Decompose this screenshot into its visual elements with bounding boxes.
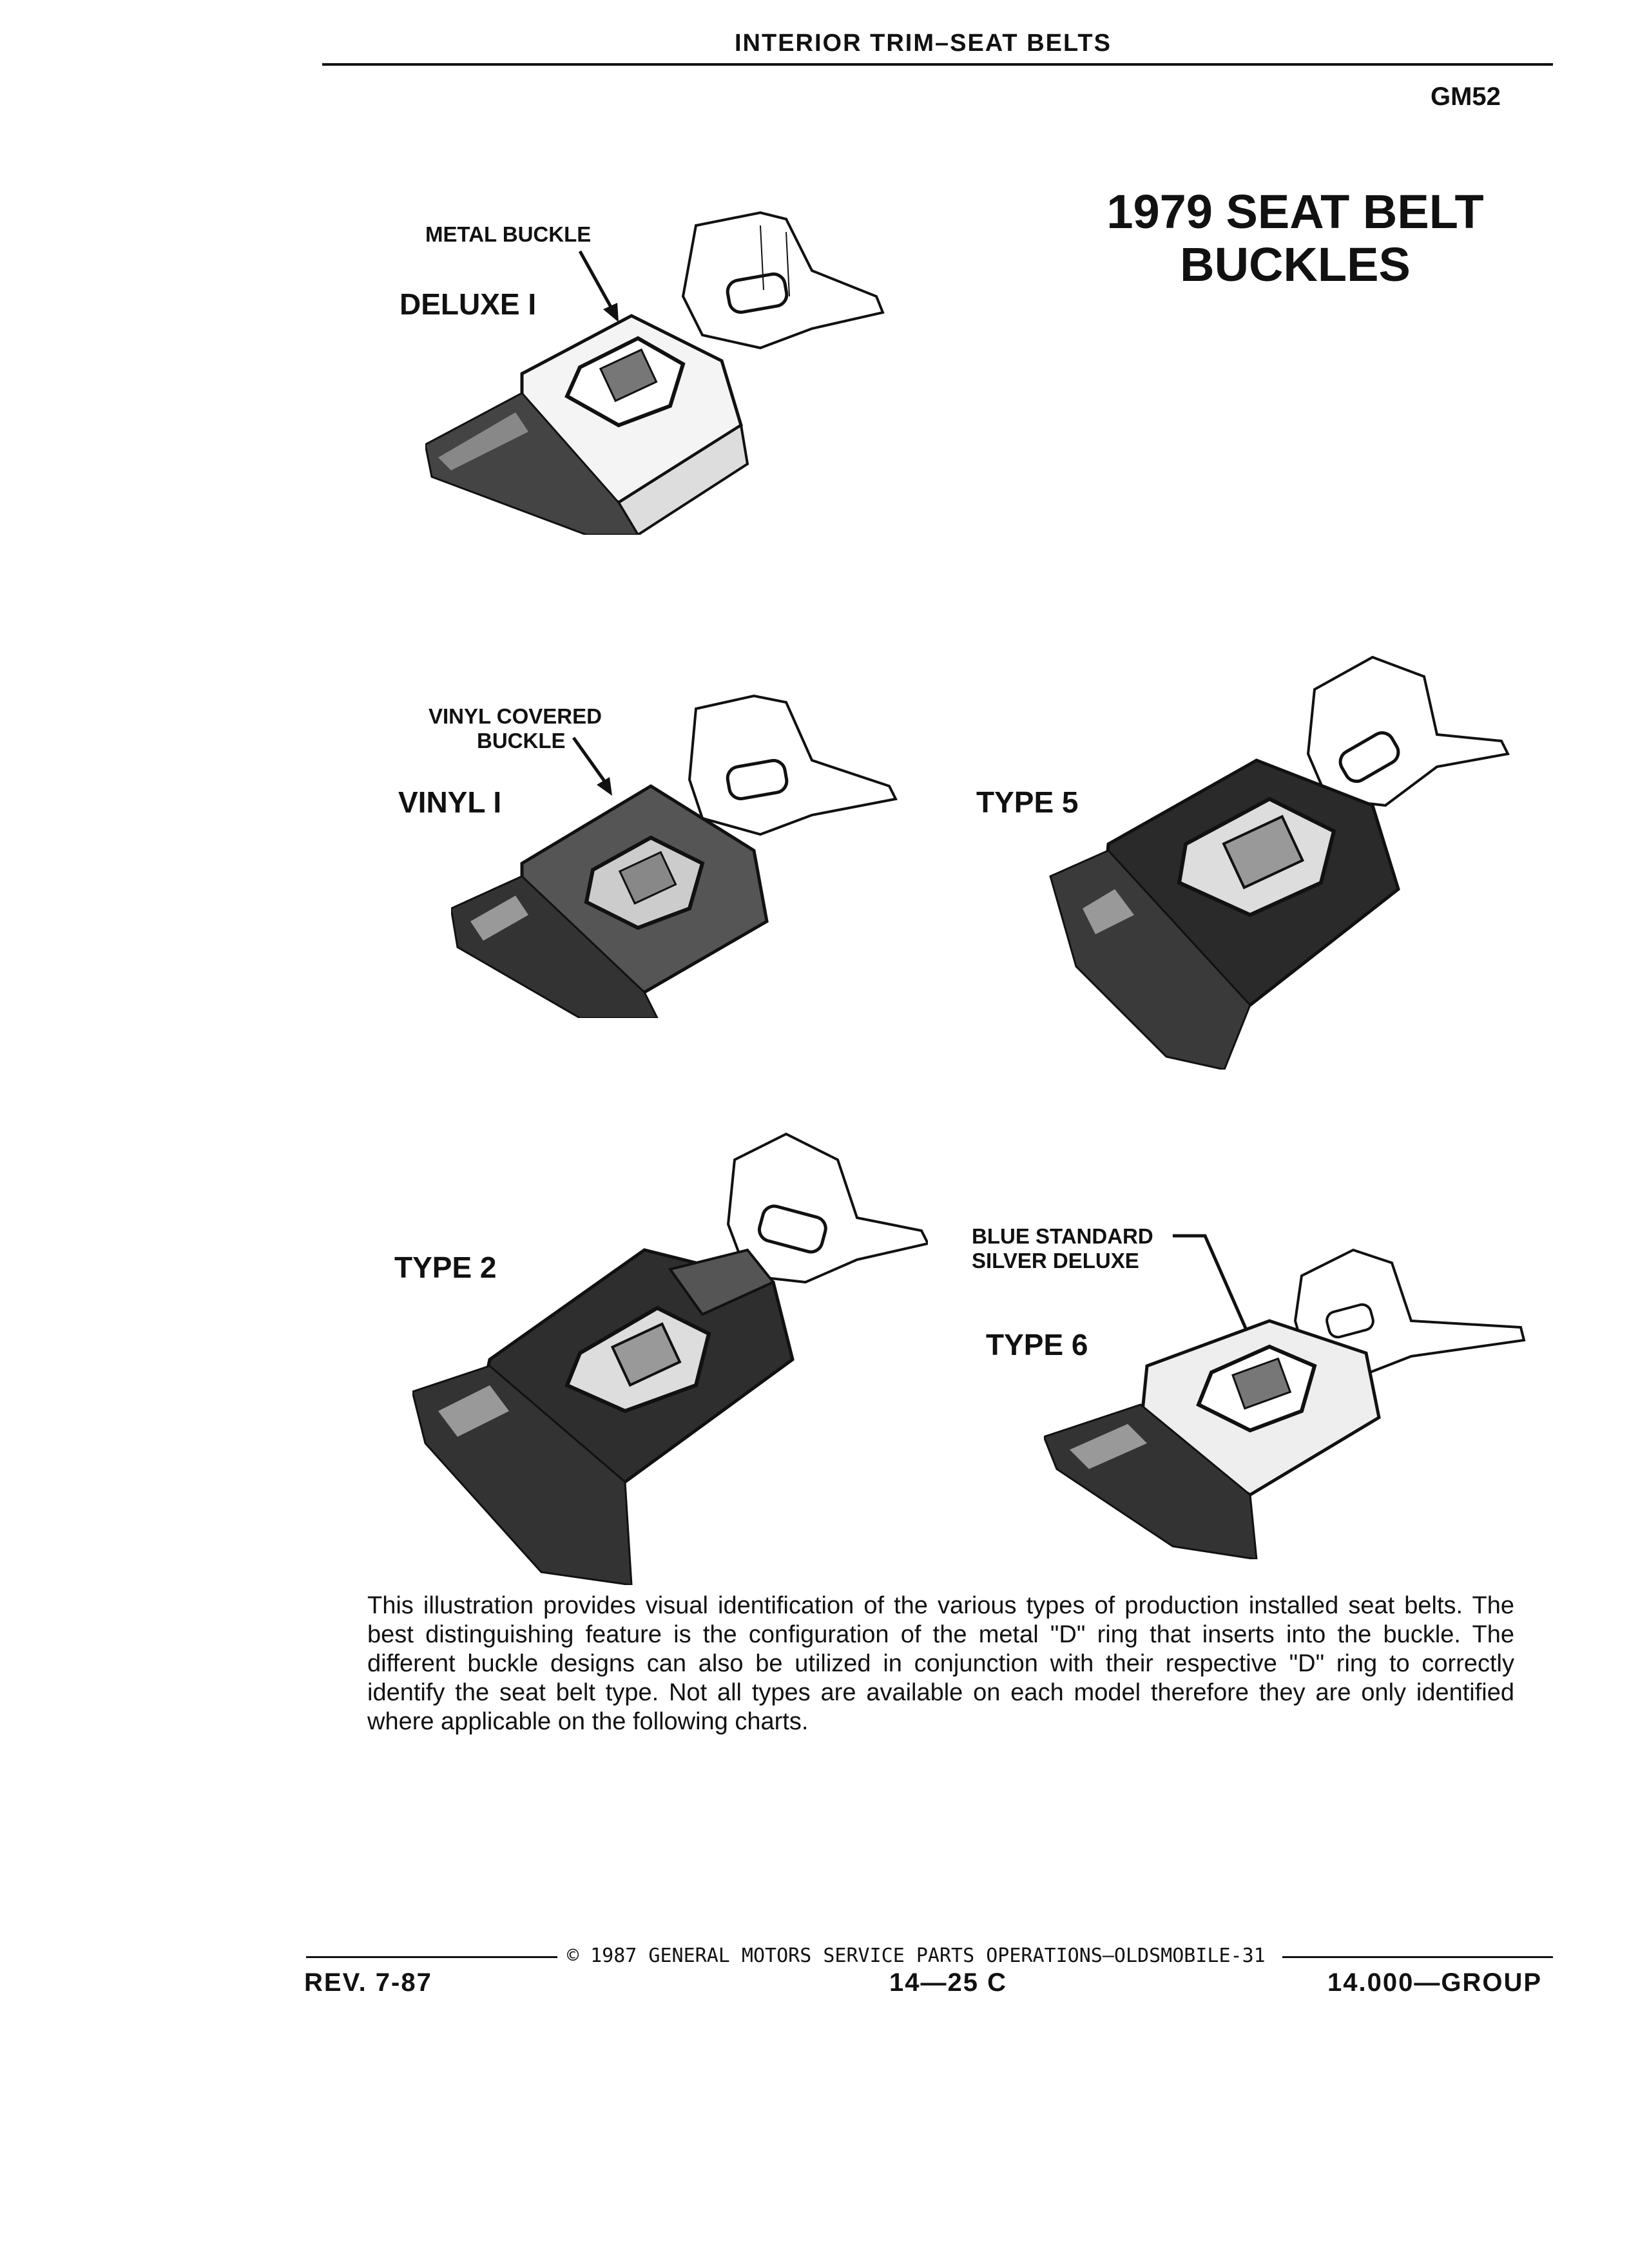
vinyl1-label: VINYL I [398,785,502,819]
type5-buckle-illustration [1049,655,1510,1070]
type5-label: TYPE 5 [976,785,1079,819]
footer-revision: REV. 7-87 [304,1968,432,1997]
vinyl1-callout-line2: BUCKLE [477,729,566,753]
footer-group: 14.000—GROUP [1327,1968,1543,1997]
deluxe1-buckle-illustration [425,211,885,535]
vinyl1-buckle-illustration [451,694,898,1018]
type6-callout-line1: BLUE STANDARD [972,1224,1153,1248]
footer-rule-left [306,1956,557,1958]
main-title: 1979 SEAT BELT BUCKLES [1106,185,1484,291]
footer-page-number: 14—25 C [889,1968,1007,1997]
type6-buckle-illustration [1044,1234,1526,1559]
page-code: GM52 [1431,82,1501,111]
header-rule [322,63,1553,66]
footer-rule-right [1282,1956,1553,1958]
type2-label: TYPE 2 [394,1251,497,1284]
vinyl1-callout-line1: VINYL COVERED [429,704,602,728]
deluxe1-callout: METAL BUCKLE [425,222,592,246]
section-title: INTERIOR TRIM–SEAT BELTS [735,30,1112,57]
footer-copyright: © 1987 GENERAL MOTORS SERVICE PARTS OPER… [567,1945,1266,1967]
deluxe1-label: DELUXE I [400,287,537,321]
type6-callout-line2: SILVER DELUXE [972,1249,1139,1273]
type6-label: TYPE 6 [986,1328,1088,1361]
description-paragraph: This illustration provides visual identi… [367,1592,1514,1735]
type2-buckle-illustration [412,1132,928,1585]
